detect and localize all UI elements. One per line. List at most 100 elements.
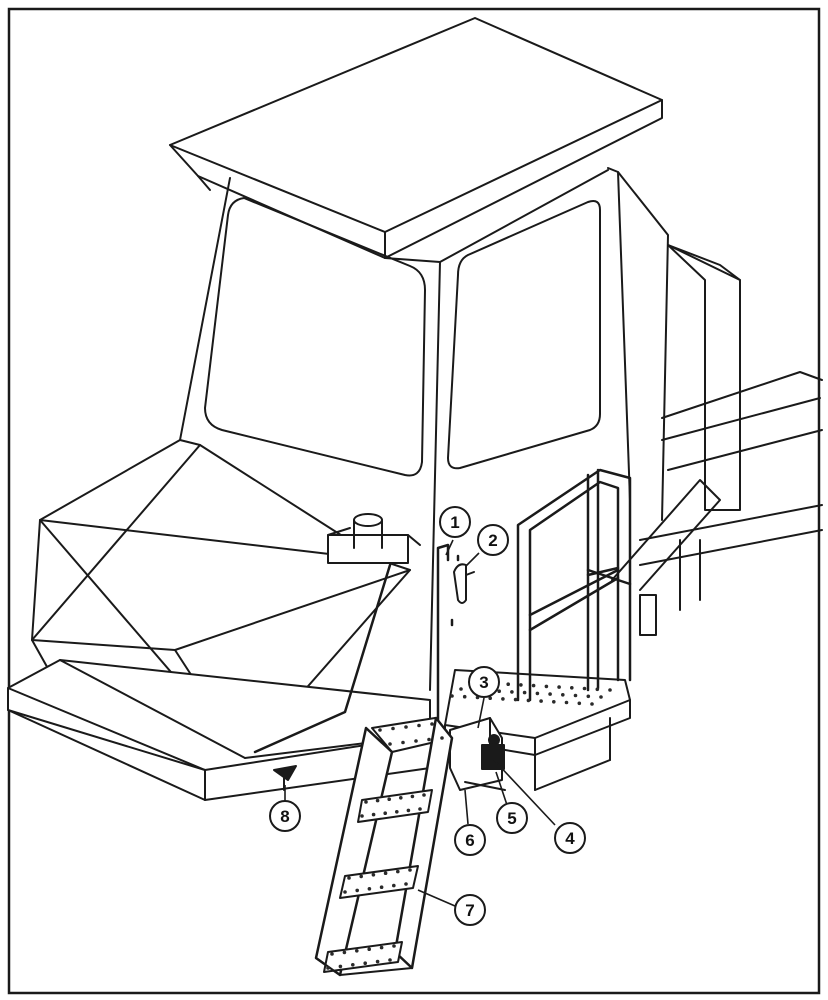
perforation-dot bbox=[375, 798, 380, 803]
callout-label: 4 bbox=[565, 829, 575, 848]
perforation-dot bbox=[526, 698, 531, 703]
perforation-dot bbox=[391, 726, 395, 731]
hinge-bracket bbox=[449, 717, 506, 791]
leader-2 bbox=[465, 552, 480, 567]
perforation-dot bbox=[367, 947, 372, 951]
filler-box bbox=[327, 534, 409, 564]
perforation-dot bbox=[427, 737, 431, 742]
perforation-dot bbox=[510, 690, 514, 694]
perforation-dot bbox=[414, 739, 418, 743]
perforation-dot bbox=[440, 736, 444, 740]
perforation-dot bbox=[535, 691, 540, 696]
perforation-dot bbox=[522, 690, 527, 695]
perforation-dot bbox=[363, 961, 368, 965]
leader-5 bbox=[495, 771, 508, 806]
perforation-dot bbox=[388, 742, 392, 746]
callout-5: 5 bbox=[496, 802, 528, 834]
callout-6: 6 bbox=[454, 824, 486, 856]
perforation-dot bbox=[497, 689, 502, 693]
callout-1: 1 bbox=[439, 506, 471, 538]
engine-hood bbox=[31, 439, 421, 759]
leader-7 bbox=[417, 889, 456, 907]
perforation-dot bbox=[399, 796, 403, 800]
perforation-dot bbox=[577, 701, 582, 706]
callout-label: 3 bbox=[479, 673, 488, 692]
perforation-dot bbox=[343, 890, 347, 894]
perforation-dot bbox=[408, 868, 412, 872]
perforation-dot bbox=[519, 683, 523, 687]
perforation-dot bbox=[557, 685, 561, 689]
perforation-dot bbox=[378, 728, 382, 732]
callout-label: 2 bbox=[488, 531, 497, 550]
perforation-dot bbox=[396, 869, 400, 874]
figure-frame bbox=[7, 7, 821, 995]
perforation-dot bbox=[599, 695, 603, 699]
perforation-dot bbox=[330, 952, 334, 956]
perforation-dot bbox=[355, 949, 359, 953]
perforation-dot bbox=[338, 964, 343, 969]
perforation-dot bbox=[544, 684, 549, 689]
callout-2: 2 bbox=[477, 524, 509, 556]
perforation-dot bbox=[513, 697, 518, 702]
perforation-dot bbox=[450, 694, 454, 698]
callout-label: 1 bbox=[450, 513, 459, 532]
callout-label: 5 bbox=[507, 809, 516, 828]
callout-3: 3 bbox=[468, 666, 500, 698]
perforation-dot bbox=[342, 950, 347, 955]
perforation-dot bbox=[360, 814, 364, 818]
perforation-dot bbox=[371, 873, 376, 877]
perforation-dot bbox=[388, 958, 392, 962]
perforation-dot bbox=[392, 883, 396, 888]
perforation-dot bbox=[590, 702, 594, 706]
perforation-dot bbox=[430, 722, 434, 726]
perforation-dot bbox=[383, 871, 388, 875]
leader-6 bbox=[464, 789, 469, 825]
perforation-dot bbox=[488, 696, 493, 700]
rear-frame bbox=[611, 244, 823, 636]
callout-label: 7 bbox=[465, 901, 474, 920]
support-post-right bbox=[639, 594, 657, 636]
cab-roof bbox=[169, 17, 663, 259]
perforation-dot bbox=[570, 686, 574, 690]
perforation-dot bbox=[422, 793, 426, 797]
door-window bbox=[447, 200, 601, 470]
perforation-dot bbox=[595, 687, 600, 692]
filler-cap bbox=[353, 513, 383, 527]
perforation-dot bbox=[417, 723, 421, 728]
perforation-dot bbox=[462, 694, 467, 699]
perforation-dot bbox=[586, 694, 591, 699]
retaining-pin bbox=[273, 765, 297, 791]
machine-drawing bbox=[7, 17, 823, 977]
callout-4: 4 bbox=[554, 822, 586, 854]
perforation-dot bbox=[401, 740, 405, 745]
perforation-dot bbox=[383, 811, 388, 815]
callout-7: 7 bbox=[454, 894, 486, 926]
perforation-dot bbox=[406, 808, 411, 813]
perforation-dot bbox=[404, 882, 408, 886]
perforation-dot bbox=[582, 686, 587, 691]
perforation-dot bbox=[573, 693, 578, 698]
perforation-dot bbox=[395, 810, 399, 814]
hinge-block bbox=[481, 744, 505, 770]
callout-label: 6 bbox=[465, 831, 474, 850]
perforation-dot bbox=[359, 874, 364, 879]
callout-8: 8 bbox=[269, 800, 301, 832]
perforation-dot bbox=[371, 812, 376, 817]
perforation-dot bbox=[347, 876, 351, 880]
perforation-dot bbox=[548, 692, 552, 696]
perforation-dot bbox=[375, 959, 380, 964]
perforation-dot bbox=[561, 693, 565, 697]
callout-label: 8 bbox=[280, 807, 289, 826]
hinge-pin bbox=[488, 734, 500, 746]
perforation-dot bbox=[379, 885, 384, 889]
perforation-dot bbox=[564, 700, 569, 705]
leader-4 bbox=[493, 759, 556, 826]
leader-lines bbox=[284, 539, 556, 907]
perforation-dot bbox=[552, 700, 556, 704]
leader-1 bbox=[445, 539, 454, 556]
door-latch bbox=[453, 563, 475, 604]
perforation-dot bbox=[379, 945, 384, 950]
perforation-dot bbox=[608, 688, 612, 692]
perforation-dot bbox=[351, 963, 355, 967]
